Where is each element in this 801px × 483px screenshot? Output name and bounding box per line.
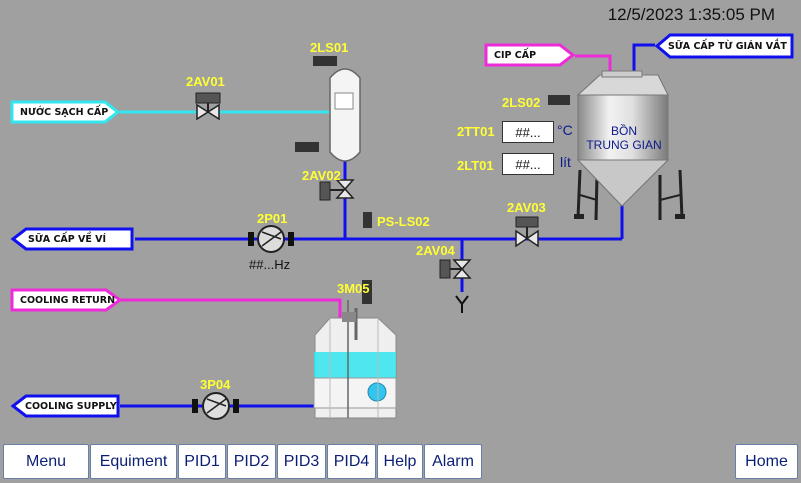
sua-tu-gian-vat-tag: SỮA CẤP TỪ GIÁN VẮT (660, 36, 792, 56)
label-2ls02: 2LS02 (502, 95, 541, 110)
drain-icon (455, 295, 469, 313)
label-3p04: 3P04 (200, 377, 231, 392)
tank-label-line1: BỒN (610, 124, 637, 138)
cooling-supply-tag-shape (10, 394, 120, 418)
pump-3p04[interactable] (192, 392, 239, 420)
pump-frequency-readout: ##...Hz (249, 257, 291, 272)
cooling-supply-label: COOLING SUPPLY (25, 400, 117, 412)
pid3-button[interactable]: PID3 (277, 444, 326, 479)
cooling-return-tag: COOLING RETURN (12, 290, 120, 310)
cooling-supply-tag: COOLING SUPPLY (20, 396, 118, 416)
label-2av03: 2AV03 (507, 200, 546, 215)
menu-button[interactable]: Menu (3, 444, 89, 479)
sua-ve-vi-tag: SỮA CẤP VỀ VÍ (20, 229, 132, 249)
label-2lt01: 2LT01 (457, 158, 494, 173)
temperature-display[interactable]: ##... (502, 121, 554, 143)
label-ps-ls02: PS-LS02 (377, 214, 430, 229)
label-3m05: 3M05 (337, 281, 370, 296)
pid1-button[interactable]: PID1 (178, 444, 226, 479)
cooling-tower (313, 280, 397, 419)
label-2tt01: 2TT01 (457, 124, 495, 139)
cooling-return-label: COOLING RETURN (20, 294, 116, 306)
label-2ls01: 2LS01 (310, 40, 349, 55)
label-2av04: 2AV04 (416, 243, 455, 258)
cip-label: CIP CẤP (494, 49, 537, 61)
alarm-button[interactable]: Alarm (424, 444, 482, 479)
pump-2p01[interactable] (248, 225, 294, 253)
label-2av02: 2AV02 (302, 168, 341, 183)
valve-2av03[interactable] (515, 216, 539, 248)
temperature-unit: °C (557, 122, 573, 138)
home-button[interactable]: Home (735, 444, 798, 479)
level-display[interactable]: ##... (502, 153, 554, 175)
cip-tag-shape (484, 43, 576, 67)
sua-tu-gian-vat-label: SỮA CẤP TỪ GIÁN VẮT (668, 40, 787, 52)
tag-shapes (10, 33, 794, 418)
nuoc-sach-tag-shape (10, 100, 121, 124)
cooling-return-tag-shape (10, 288, 123, 312)
ps-ls02-sensor (363, 212, 372, 228)
vessel-2ls01 (295, 56, 361, 162)
equipment-button[interactable]: Equiment (90, 444, 177, 479)
help-button[interactable]: Help (377, 444, 423, 479)
cooling-return-pipe (120, 298, 342, 325)
label-2p01: 2P01 (257, 211, 288, 226)
sua-ve-vi-label: SỮA CẤP VỀ VÍ (28, 233, 107, 245)
sua-ve-vi-tag-shape (10, 227, 134, 251)
feed-pipe (632, 43, 655, 75)
nuoc-sach-label: NƯỚC SẠCH CẤP (20, 106, 109, 118)
sua-tu-gian-vat-tag-shape (654, 33, 794, 59)
label-2av01: 2AV01 (186, 74, 225, 89)
cip-pipe (575, 54, 612, 75)
tank-label-line2: TRUNG GIAN (586, 138, 662, 152)
pid4-button[interactable]: PID4 (327, 444, 376, 479)
level-unit: lít (560, 154, 571, 170)
intermediate-tank (548, 70, 685, 221)
datetime-display: 12/5/2023 1:35:05 PM (607, 5, 775, 24)
valve-2av02[interactable] (319, 179, 355, 201)
pid2-button[interactable]: PID2 (227, 444, 276, 479)
valve-2av04[interactable] (439, 259, 472, 313)
cip-tag: CIP CẤP (486, 45, 574, 65)
valve-2av01[interactable] (195, 92, 221, 121)
tank-label: BỒN TRUNG GIAN (582, 124, 666, 152)
nuoc-sach-tag: NƯỚC SẠCH CẤP (12, 102, 118, 122)
